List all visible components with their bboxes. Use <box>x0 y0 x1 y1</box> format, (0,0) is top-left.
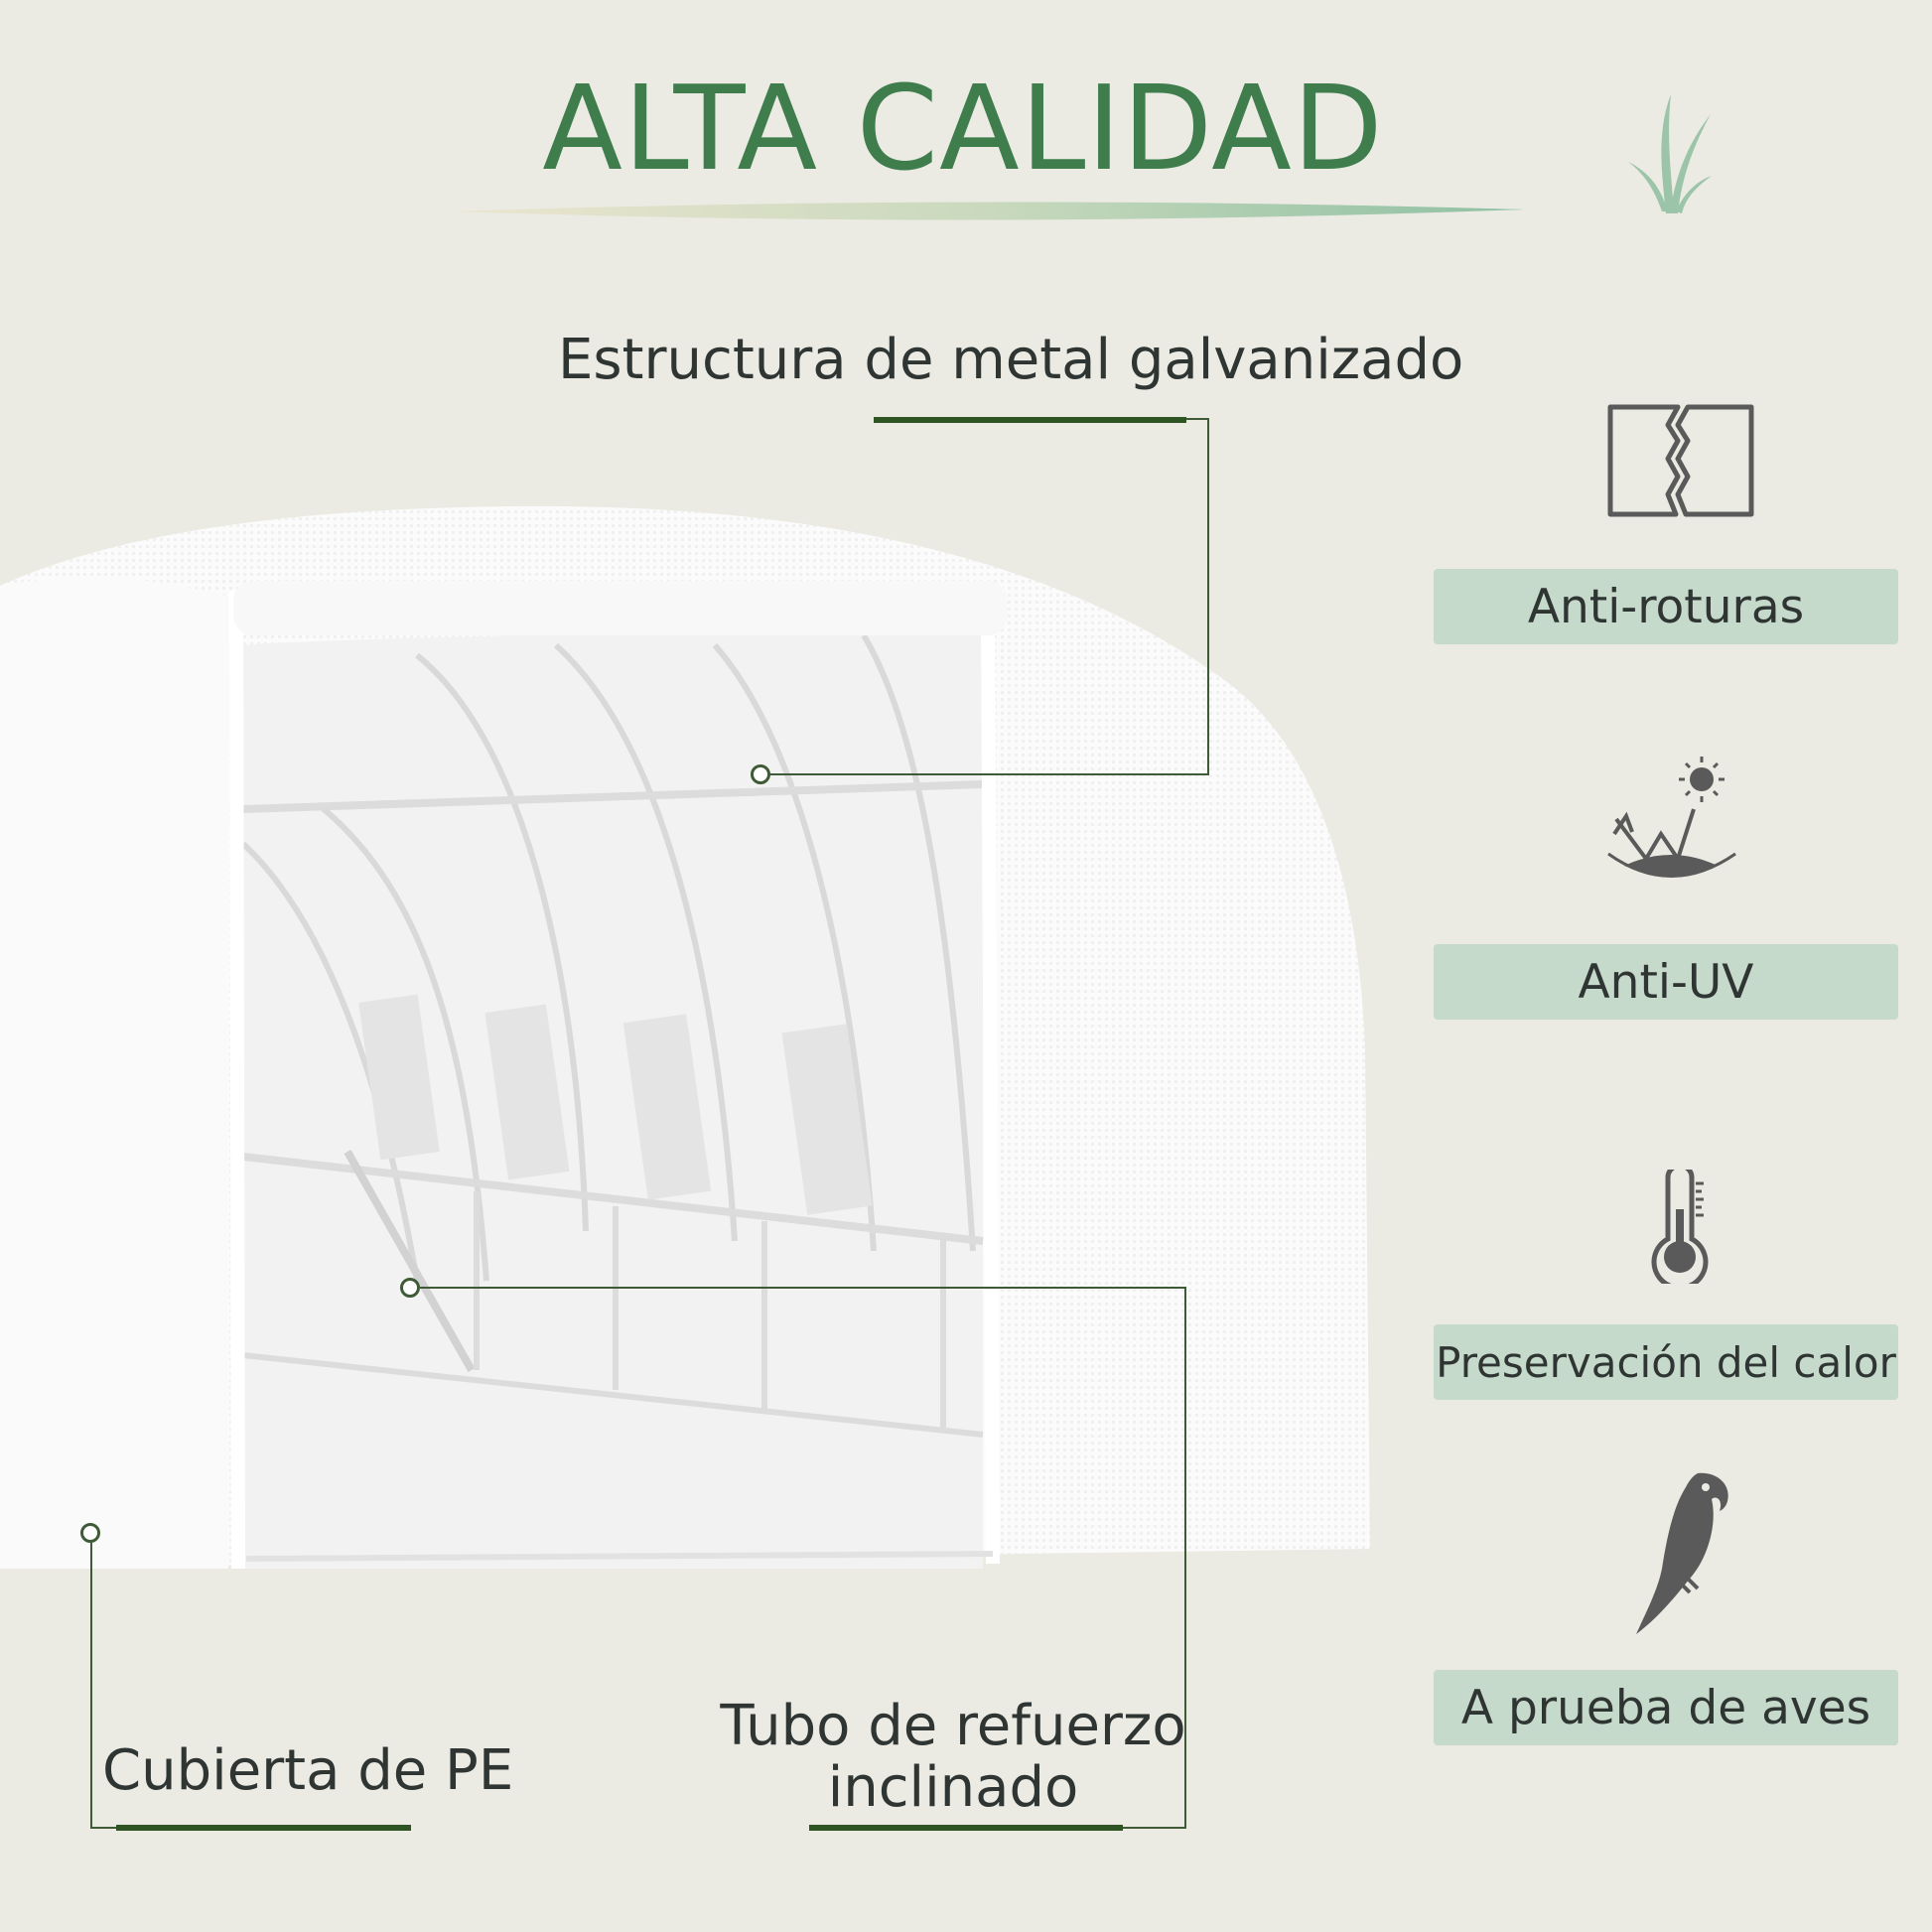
callout-brace-leader-h1 <box>420 1287 1186 1289</box>
page-title: ALTA CALIDAD <box>542 60 1384 197</box>
callout-cover-label: Cubierta de PE <box>102 1738 514 1803</box>
callout-brace-line2: inclinado <box>827 1754 1079 1820</box>
feature-label-anti-uv: Anti-UV <box>1434 944 1898 1020</box>
callout-brace-dot <box>400 1278 420 1298</box>
callout-frame-underline <box>874 417 1186 423</box>
feature-label-a-prueba-aves: A prueba de aves <box>1434 1670 1898 1745</box>
callout-frame-label: Estructura de metal galvanizado <box>558 328 1464 392</box>
callout-brace-leader-h2 <box>1122 1827 1186 1829</box>
callout-cover-underline <box>116 1825 411 1831</box>
callout-frame-dot <box>751 764 770 784</box>
title-swoosh <box>452 202 1524 220</box>
thermometer-icon <box>1651 1170 1709 1284</box>
callout-brace-line1: Tubo de refuerzo <box>720 1694 1186 1758</box>
feature-label-anti-roturas: Anti-roturas <box>1434 569 1898 644</box>
grass-icon <box>1628 94 1712 213</box>
uv-sun-icon <box>1607 757 1736 878</box>
callout-brace-underline <box>809 1825 1123 1831</box>
callout-frame-leader-v <box>1207 418 1209 775</box>
callout-cover-dot <box>80 1523 100 1543</box>
tear-resistant-icon <box>1607 404 1754 517</box>
callout-brace-leader-v <box>1184 1287 1186 1829</box>
feature-label-preservacion-calor: Preservación del calor <box>1434 1324 1898 1400</box>
parrot-icon <box>1636 1472 1728 1634</box>
callout-cover-leader-v <box>90 1543 92 1829</box>
callout-frame-leader-h2 <box>762 773 1209 775</box>
callout-cover-leader-h <box>90 1827 118 1829</box>
greenhouse-illustration <box>0 505 1370 1570</box>
callout-frame-leader-h1 <box>1186 418 1208 420</box>
callout-brace-label: Tubo de refuerzo inclinado <box>715 1696 1191 1818</box>
